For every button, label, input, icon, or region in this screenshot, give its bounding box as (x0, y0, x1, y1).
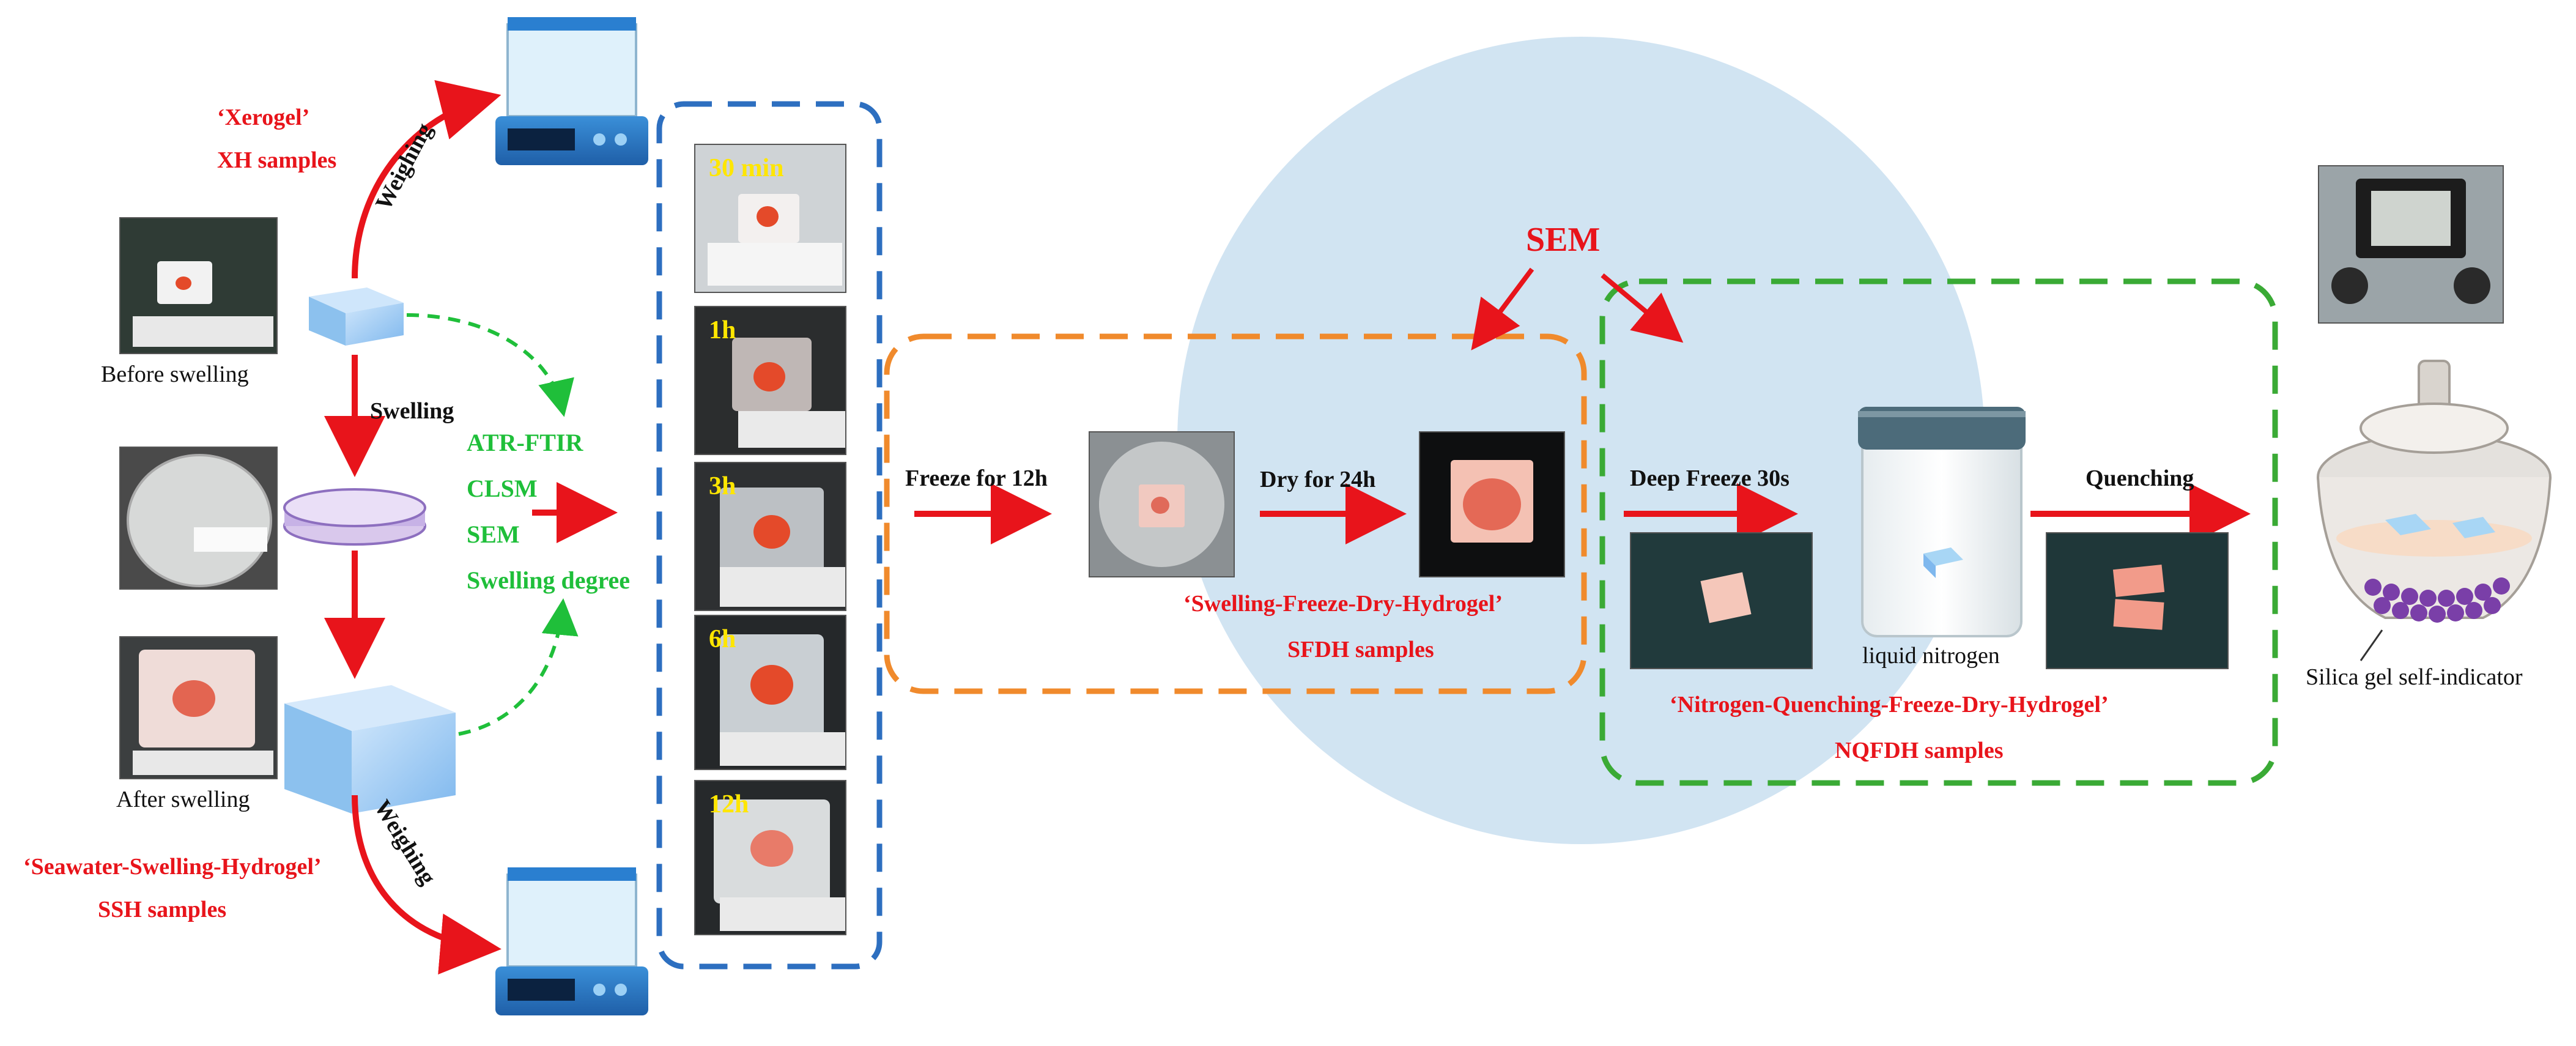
silica-beads (2364, 577, 2510, 623)
timepoint-label: 30 min (709, 154, 784, 182)
char-clsm: CLSM (467, 475, 538, 502)
freeze-label: Freeze for 12h (905, 466, 1048, 491)
liquid-nitrogen-jar (1858, 407, 2026, 637)
arrow-weighing-bottom (352, 795, 502, 975)
petri-dish (283, 488, 426, 546)
xerogel-cube (309, 287, 404, 346)
deep-freeze-label: Deep Freeze 30s (1630, 466, 1790, 491)
quenching-label: Quenching (2086, 466, 2194, 491)
photo-thermometer (2318, 165, 2504, 324)
arrow-green-bottom (458, 598, 579, 736)
arrow-sem-right (1601, 273, 1684, 343)
time-series-box (656, 101, 883, 970)
sfdh-samples-label: SFDH samples (1287, 637, 1434, 662)
arrow-weighing-top (352, 80, 502, 279)
xh-samples-label: XH samples (217, 147, 337, 173)
photo-timepoint-4: 6h (694, 615, 846, 770)
photo-deep-freeze (1630, 532, 1813, 669)
ssh-samples-label: SSH samples (98, 897, 227, 922)
balance-scale-top (495, 17, 648, 165)
ssh-title-label: ‘Seawater-Swelling-Hydrogel’ (23, 854, 322, 880)
swollen-gel-block (284, 685, 456, 814)
nqfdh-samples-label: NQFDH samples (1835, 738, 2004, 763)
timepoint-label: 6h (709, 625, 736, 653)
photo-before-swelling (119, 217, 278, 354)
photo-timepoint-1: 30 min (694, 144, 846, 293)
desiccator (2317, 360, 2552, 661)
char-sem: SEM (467, 521, 520, 548)
photo-petri-dish (119, 447, 278, 590)
char-swelling-degree: Swelling degree (467, 566, 631, 594)
dry-label: Dry for 24h (1260, 467, 1376, 492)
timepoint-label: 12h (709, 790, 749, 818)
nqfdh-title-label: ‘Nitrogen-Quenching-Freeze-Dry-Hydrogel’ (1670, 692, 2109, 718)
after-swelling-label: After swelling (116, 787, 250, 812)
sfdh-title-label: ‘Swelling-Freeze-Dry-Hydrogel’ (1183, 591, 1503, 617)
photo-quenching (2046, 532, 2229, 669)
silica-gel-label: Silica gel self-indicator (2306, 664, 2523, 690)
char-atr-ftir: ATR-FTIR (467, 429, 583, 456)
xerogel-label: ‘Xerogel’ (217, 105, 310, 130)
timepoint-label: 3h (709, 472, 736, 500)
before-swelling-label: Before swelling (101, 362, 249, 387)
sfdh-box (884, 333, 1587, 694)
liquid-nitrogen-label: liquid nitrogen (1862, 643, 2000, 669)
photo-timepoint-3: 3h (694, 462, 846, 611)
photo-timepoint-5: 12h (694, 780, 846, 935)
swelling-label: Swelling (370, 398, 454, 424)
photo-timepoint-2: 1h (694, 306, 846, 455)
balance-scale-bottom (495, 867, 648, 1015)
photo-freeze (1089, 431, 1235, 577)
photo-dry (1419, 431, 1565, 577)
arrow-green-top (406, 313, 574, 417)
sem-label: SEM (1526, 221, 1601, 259)
photo-after-swelling (119, 636, 278, 779)
timepoint-label: 1h (709, 316, 736, 344)
arrow-sem-left (1471, 267, 1534, 351)
